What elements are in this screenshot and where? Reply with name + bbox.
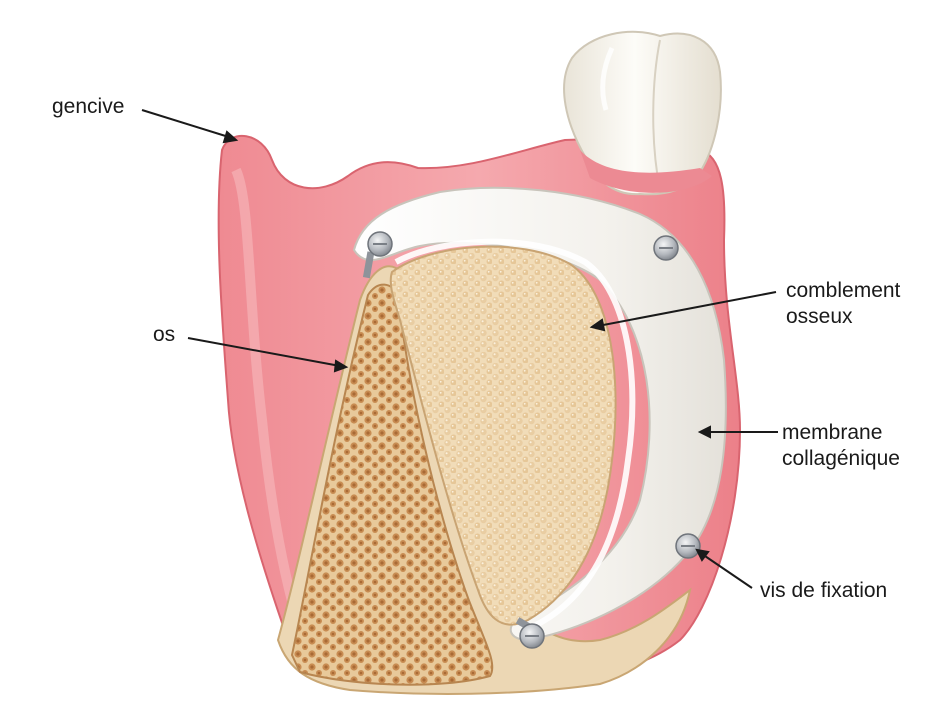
label-os: os — [153, 323, 176, 346]
screw-top-left — [362, 231, 393, 279]
leader-gencive — [141, 109, 233, 139]
collagen-membrane — [352, 186, 727, 642]
porous-bone — [290, 283, 494, 686]
screw-top-right — [653, 235, 679, 261]
label-membrane-line2: collagénique — [782, 447, 900, 470]
screw-bottom-right — [675, 533, 701, 559]
leader-vis — [701, 553, 753, 589]
screw-bottom-left — [515, 617, 545, 649]
label-membrane-collagenique: membrane collagénique — [782, 420, 900, 472]
label-comblement-line1: comblement — [786, 279, 901, 302]
label-vis-de-fixation: vis de fixation — [760, 579, 888, 602]
label-comblement-osseux: comblement osseux — [786, 278, 900, 330]
bone-graft-granules — [389, 245, 617, 626]
leader-comblement — [597, 291, 777, 327]
leader-os — [187, 337, 341, 367]
label-membrane-line1: membrane — [782, 421, 883, 444]
label-comblement-line2: osseux — [786, 305, 853, 328]
label-gencive: gencive — [52, 95, 125, 118]
